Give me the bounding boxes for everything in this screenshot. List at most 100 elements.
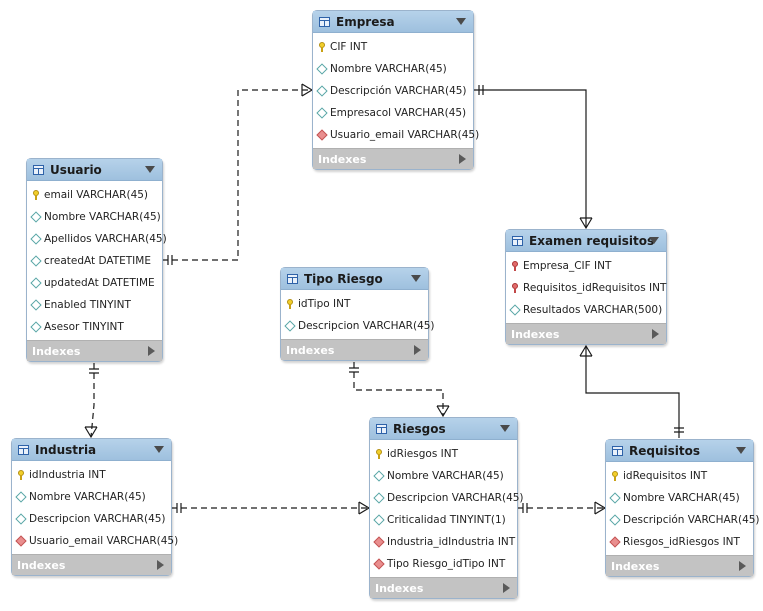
table-header[interactable]: Riesgos	[370, 418, 517, 440]
column-row[interactable]: Descripción VARCHAR(45)	[313, 80, 473, 102]
table-header[interactable]: Examen requisitos	[506, 230, 666, 252]
column-row[interactable]: Riesgos_idRiesgos INT	[606, 531, 753, 553]
column-row[interactable]: Empresacol VARCHAR(45)	[313, 102, 473, 124]
column-list: idIndustria INT Nombre VARCHAR(45) Descrip…	[12, 461, 178, 554]
column-label: Descripcion VARCHAR(45)	[387, 492, 524, 504]
column-label: Asesor TINYINT	[44, 321, 124, 333]
column-row[interactable]: Nombre VARCHAR(45)	[12, 486, 171, 508]
column-row[interactable]: Enabled TINYINT	[27, 294, 162, 316]
collapse-arrow-icon[interactable]	[154, 446, 164, 453]
column-diamond-icon	[31, 322, 41, 332]
indexes-section[interactable]: Indexes	[27, 340, 162, 361]
primary-key-icon	[374, 449, 384, 459]
column-row[interactable]: updatedAt DATETIME	[27, 272, 162, 294]
foreign-key-icon	[510, 283, 520, 293]
collapse-arrow-icon[interactable]	[736, 447, 746, 454]
column-row[interactable]: Industria_idIndustria INT	[370, 531, 517, 553]
column-label: Usuario_email VARCHAR(45)	[29, 535, 179, 547]
column-row[interactable]: Usuario_email VARCHAR(45)	[313, 124, 479, 146]
column-row[interactable]: Criticalidad TINYINT(1)	[370, 509, 517, 531]
column-label: Enabled TINYINT	[44, 299, 131, 311]
table-header[interactable]: Requisitos	[606, 440, 753, 462]
column-row[interactable]: idTipo INT	[281, 293, 428, 315]
expand-arrow-icon[interactable]	[652, 329, 659, 339]
table-header[interactable]: Empresa	[313, 11, 473, 33]
primary-key-icon	[610, 471, 620, 481]
table-header[interactable]: Usuario	[27, 159, 162, 181]
expand-arrow-icon[interactable]	[503, 583, 510, 593]
column-row[interactable]: Nombre VARCHAR(45)	[370, 465, 517, 487]
column-diamond-icon	[374, 493, 384, 503]
column-diamond-icon	[374, 471, 384, 481]
table-header[interactable]: Tipo Riesgo	[281, 268, 428, 290]
column-row[interactable]: Usuario_email VARCHAR(45)	[12, 530, 178, 552]
column-row[interactable]: Descripcion VARCHAR(45)	[370, 487, 524, 509]
indexes-section[interactable]: Indexes	[12, 554, 171, 575]
collapse-arrow-icon[interactable]	[411, 275, 421, 282]
column-label: idIndustria INT	[29, 469, 106, 481]
expand-arrow-icon[interactable]	[148, 346, 155, 356]
column-row[interactable]: CIF INT	[313, 36, 473, 58]
collapse-arrow-icon[interactable]	[500, 425, 510, 432]
column-row[interactable]: email VARCHAR(45)	[27, 184, 162, 206]
column-row[interactable]: Tipo Riesgo_idTipo INT	[370, 553, 517, 575]
column-diamond-icon	[374, 515, 384, 525]
table-industria[interactable]: Industria idIndustria INT Nombre VARCHAR(4…	[11, 438, 178, 576]
column-label: Empresa_CIF INT	[523, 260, 612, 272]
table-title: Empresa	[336, 14, 395, 29]
column-label: Descripción VARCHAR(45)	[330, 85, 467, 97]
column-row[interactable]: Asesor TINYINT	[27, 316, 162, 338]
expand-arrow-icon[interactable]	[739, 561, 746, 571]
rel-empresa-examen	[473, 85, 593, 230]
indexes-label: Indexes	[511, 327, 560, 341]
expand-arrow-icon[interactable]	[414, 345, 421, 355]
foreign-column-diamond-icon	[16, 536, 26, 546]
indexes-section[interactable]: Indexes	[506, 323, 666, 344]
table-usuario[interactable]: Usuario email VARCHAR(45) Nombre VARCHAR(4…	[26, 158, 167, 362]
table-title: Requisitos	[629, 443, 701, 458]
indexes-section[interactable]: Indexes	[313, 148, 473, 169]
indexes-section[interactable]: Indexes	[281, 339, 428, 360]
column-row[interactable]: idIndustria INT	[12, 464, 171, 486]
column-row[interactable]: createdAt DATETIME	[27, 250, 162, 272]
table-header[interactable]: Industria	[12, 439, 171, 461]
collapse-arrow-icon[interactable]	[145, 166, 155, 173]
column-row[interactable]: Requisitos_idRequisitos INT	[506, 277, 666, 299]
expand-arrow-icon[interactable]	[157, 560, 164, 570]
column-row[interactable]: idRiesgos INT	[370, 443, 517, 465]
column-label: Riesgos_idRiesgos INT	[623, 536, 740, 548]
column-diamond-icon	[510, 305, 520, 315]
column-row[interactable]: Resultados VARCHAR(500)	[506, 299, 666, 321]
indexes-section[interactable]: Indexes	[606, 555, 753, 576]
indexes-label: Indexes	[286, 343, 335, 357]
column-diamond-icon	[317, 108, 327, 118]
column-row[interactable]: Descripcion VARCHAR(45)	[281, 315, 435, 337]
column-row[interactable]: Nombre VARCHAR(45)	[606, 487, 753, 509]
column-row[interactable]: idRequisitos INT	[606, 465, 753, 487]
collapse-arrow-icon[interactable]	[649, 237, 659, 244]
column-row[interactable]: Nombre VARCHAR(45)	[313, 58, 473, 80]
column-row[interactable]: Nombre VARCHAR(45)	[27, 206, 162, 228]
primary-key-icon	[285, 299, 295, 309]
table-icon	[512, 235, 523, 246]
column-label: Tipo Riesgo_idTipo INT	[387, 558, 506, 570]
primary-key-icon	[31, 190, 41, 200]
column-diamond-icon	[31, 256, 41, 266]
column-label: Descripcion VARCHAR(45)	[29, 513, 166, 525]
foreign-column-diamond-icon	[374, 537, 384, 547]
column-row[interactable]: Empresa_CIF INT	[506, 255, 666, 277]
table-title: Usuario	[50, 162, 102, 177]
column-row[interactable]: Descripción VARCHAR(45)	[606, 509, 760, 531]
column-label: email VARCHAR(45)	[44, 189, 149, 201]
collapse-arrow-icon[interactable]	[456, 18, 466, 25]
column-row[interactable]: Apellidos VARCHAR(45)	[27, 228, 167, 250]
indexes-section[interactable]: Indexes	[370, 577, 517, 598]
column-row[interactable]: Descripcion VARCHAR(45)	[12, 508, 171, 530]
expand-arrow-icon[interactable]	[459, 154, 466, 164]
